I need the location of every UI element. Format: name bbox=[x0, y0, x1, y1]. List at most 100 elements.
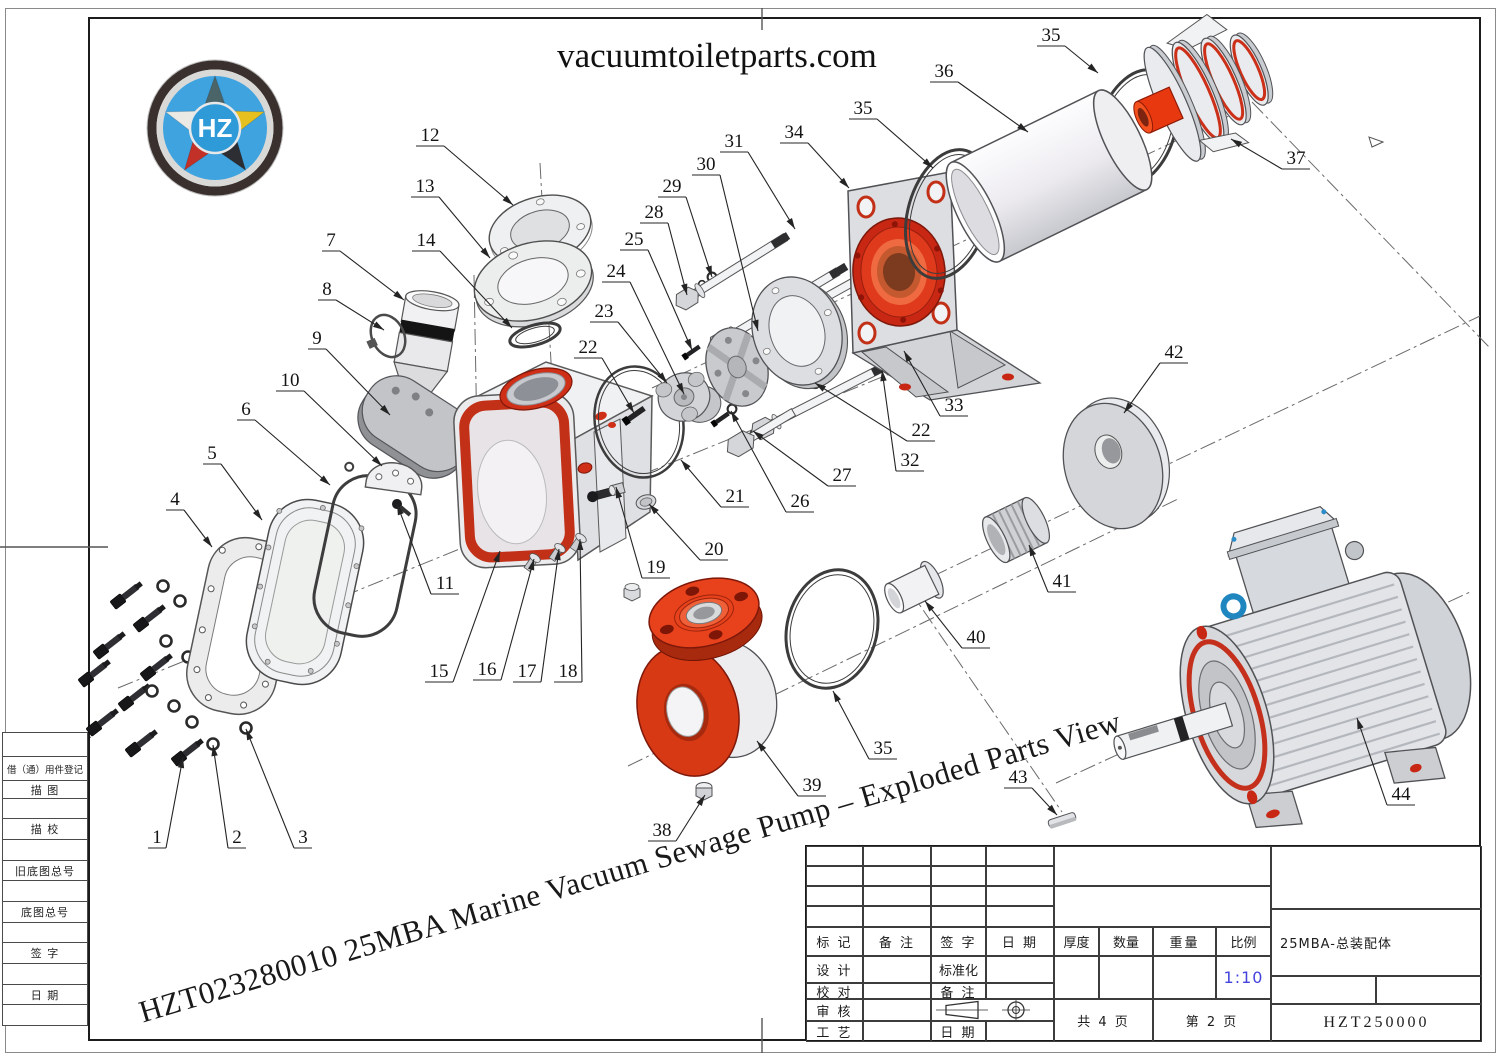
svg-text:13: 13 bbox=[416, 176, 435, 197]
part-sight-cover bbox=[245, 498, 365, 686]
callout-8: 8 bbox=[318, 279, 385, 331]
callout-10: 10 bbox=[276, 370, 383, 467]
tb-scale-value: 1:10 bbox=[1216, 956, 1271, 999]
left-panel-row-tracing: 描 图 bbox=[2, 780, 88, 799]
callout-18: 18 bbox=[554, 538, 584, 683]
callout-9: 9 bbox=[308, 328, 391, 416]
svg-text:20: 20 bbox=[705, 539, 724, 560]
tb-header-thickness: 厚度 bbox=[1054, 927, 1099, 956]
tb-rev-cell bbox=[986, 846, 1054, 866]
tb-quantity-value bbox=[1099, 956, 1153, 999]
callout-16: 16 bbox=[473, 558, 535, 681]
left-margin-panel: 借（通）用件登记 描 图 描 校 旧底图总号 底图总号 签 字 日 期 bbox=[2, 732, 88, 1026]
tb-right-empty bbox=[1271, 846, 1482, 909]
tb-thickness-value bbox=[1054, 956, 1099, 999]
tb-rev-cell bbox=[931, 886, 986, 906]
tb-header-sign: 签 字 bbox=[931, 927, 986, 956]
left-panel-row bbox=[2, 963, 88, 985]
callout-13: 13 bbox=[411, 176, 491, 259]
sheet-outer-border bbox=[5, 8, 1496, 1053]
left-panel-row-trace-check: 描 校 bbox=[2, 818, 88, 840]
callout-27: 27 bbox=[752, 430, 856, 487]
part-volute bbox=[636, 577, 778, 777]
svg-text:36: 36 bbox=[935, 61, 954, 82]
svg-text:39: 39 bbox=[803, 775, 822, 796]
svg-text:32: 32 bbox=[901, 450, 920, 471]
callout-35: 35 bbox=[1037, 25, 1099, 74]
svg-text:26: 26 bbox=[791, 491, 810, 512]
callout-15: 15 bbox=[425, 550, 501, 683]
svg-text:19: 19 bbox=[647, 557, 666, 578]
tb-audit-value bbox=[863, 999, 931, 1021]
tb-rev-cell bbox=[1054, 886, 1271, 927]
callout-12: 12 bbox=[416, 125, 514, 206]
callout-44: 44 bbox=[1356, 717, 1415, 806]
tb-header-quantity: 数量 bbox=[1099, 927, 1153, 956]
part-oring-14 bbox=[508, 321, 562, 349]
tb-rev-cell bbox=[931, 846, 986, 866]
svg-text:22: 22 bbox=[912, 420, 931, 441]
svg-text:43: 43 bbox=[1009, 767, 1028, 788]
callout-42: 42 bbox=[1123, 342, 1188, 414]
tb-rev-cell bbox=[863, 886, 931, 906]
tb-rev-cell bbox=[863, 866, 931, 886]
callout-4: 4 bbox=[166, 489, 213, 548]
tb-header-mark: 标 记 bbox=[806, 927, 863, 956]
callout-35: 35 bbox=[849, 98, 934, 169]
logo-letters: HZ bbox=[198, 113, 233, 143]
callout-21: 21 bbox=[680, 459, 749, 508]
tb-check-label: 校 对 bbox=[806, 983, 863, 999]
callout-24: 24 bbox=[602, 261, 685, 395]
tb-date2-label: 日 期 bbox=[931, 1021, 986, 1042]
tb-rev-cell bbox=[931, 866, 986, 886]
tb-header-weight: 重量 bbox=[1153, 927, 1216, 956]
left-panel-row bbox=[2, 839, 88, 861]
svg-text:9: 9 bbox=[312, 328, 322, 349]
tb-remark2-label: 备 注 bbox=[931, 983, 986, 999]
svg-text:44: 44 bbox=[1392, 784, 1412, 805]
tb-audit-label: 审 核 bbox=[806, 999, 863, 1021]
svg-text:42: 42 bbox=[1165, 342, 1184, 363]
part-impeller bbox=[1133, 13, 1274, 162]
part-valve-plate bbox=[655, 371, 722, 423]
tb-header-scale: 比例 bbox=[1216, 927, 1271, 956]
part-cylinder bbox=[945, 89, 1153, 263]
svg-text:1: 1 bbox=[152, 827, 162, 848]
tb-right-sub-cell bbox=[1271, 976, 1376, 1004]
tb-standardize-label: 标准化 bbox=[931, 956, 986, 983]
svg-text:5: 5 bbox=[207, 443, 217, 464]
callout-6: 6 bbox=[237, 399, 331, 486]
svg-text:4: 4 bbox=[170, 489, 180, 510]
tb-assembly-name: 25MBA-总装配体 bbox=[1271, 909, 1482, 976]
svg-text:24: 24 bbox=[607, 261, 627, 282]
part-hose-clamp bbox=[366, 313, 407, 359]
tb-rev-cell bbox=[986, 886, 1054, 906]
tb-drawing-number: HZT250000 bbox=[1271, 1004, 1482, 1042]
svg-text:2: 2 bbox=[232, 827, 242, 848]
svg-text:12: 12 bbox=[421, 125, 440, 146]
tb-rev-cell bbox=[806, 866, 863, 886]
tb-rev-cell bbox=[986, 866, 1054, 886]
left-panel-row-date: 日 期 bbox=[2, 984, 88, 1005]
callout-39: 39 bbox=[756, 740, 826, 797]
part-flange-ring-13 bbox=[473, 240, 594, 328]
tb-process-value bbox=[863, 1021, 931, 1042]
callout-20: 20 bbox=[648, 503, 728, 561]
svg-text:31: 31 bbox=[725, 131, 744, 152]
svg-text:35: 35 bbox=[1042, 25, 1061, 46]
svg-text:16: 16 bbox=[478, 659, 497, 680]
callout-30: 30 bbox=[692, 154, 759, 332]
svg-text:18: 18 bbox=[559, 661, 578, 682]
callout-19: 19 bbox=[615, 486, 670, 579]
left-panel-row bbox=[2, 798, 88, 819]
svg-text:38: 38 bbox=[653, 820, 672, 841]
tb-process-label: 工 艺 bbox=[806, 1021, 863, 1042]
left-panel-row bbox=[2, 880, 88, 902]
site-title: vacuumtoiletparts.com bbox=[557, 36, 877, 75]
tb-projection-symbol-cell bbox=[931, 999, 1054, 1021]
centering-marks bbox=[0, 8, 763, 1053]
tb-page-current: 第 2 页 bbox=[1153, 999, 1271, 1042]
left-panel-row-signature: 签 字 bbox=[2, 942, 88, 964]
callout-23: 23 bbox=[590, 301, 668, 384]
